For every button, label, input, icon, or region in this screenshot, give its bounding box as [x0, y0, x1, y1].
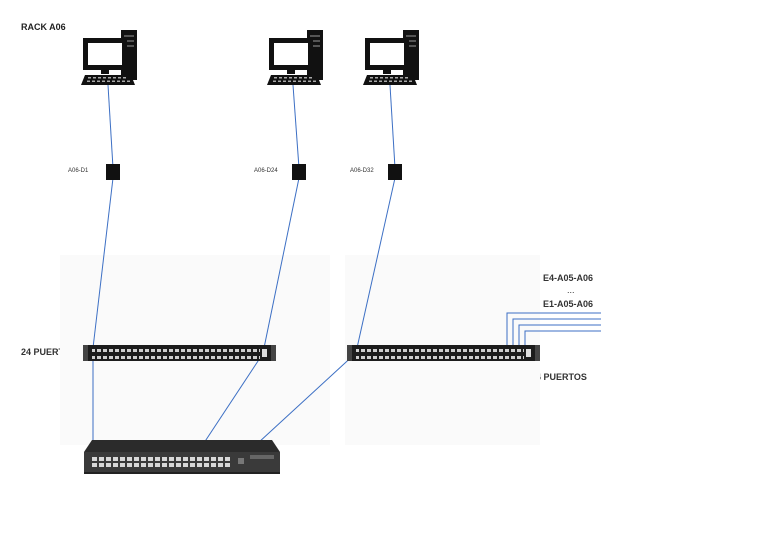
- rack-title: RACK A06: [21, 22, 66, 32]
- cable: [356, 177, 396, 349]
- uplink-cable: [524, 330, 601, 350]
- uplink-label-bottom: E1-A05-A06: [543, 299, 594, 309]
- patch-panel-right-label: 24 PUERTOS: [531, 372, 587, 382]
- wall-port-label-d1: A06-D1: [68, 168, 89, 174]
- patch-panel-left-label: 24 PUERTOS: [21, 347, 77, 357]
- wall-port-label-d24: A06-D24: [254, 168, 278, 174]
- patch-panel-left-icon: [83, 345, 276, 361]
- cable: [244, 351, 358, 456]
- computer-icon: [81, 30, 137, 85]
- wall-port-label-d32: A06-D32: [350, 168, 374, 174]
- wall-jack-icon: [388, 164, 402, 180]
- wall-jack-icon: [292, 164, 306, 180]
- cable: [107, 84, 114, 169]
- uplink-cable: [518, 324, 601, 350]
- uplink-label-top: E4-A05-A06: [543, 273, 594, 283]
- uplink-ellipsis: ...: [567, 285, 575, 295]
- cable: [263, 177, 300, 349]
- computer-icon: [267, 30, 323, 85]
- patch-panel-right-icon: [347, 345, 540, 361]
- cable: [389, 84, 396, 169]
- uplink-cable: [512, 318, 601, 350]
- cable: [195, 351, 265, 456]
- uplink-cable: [506, 312, 601, 350]
- cable: [92, 177, 114, 349]
- wall-jack-icon: [106, 164, 120, 180]
- network-switch-icon: [84, 440, 280, 474]
- cable: [292, 84, 300, 169]
- computer-icon: [363, 30, 419, 85]
